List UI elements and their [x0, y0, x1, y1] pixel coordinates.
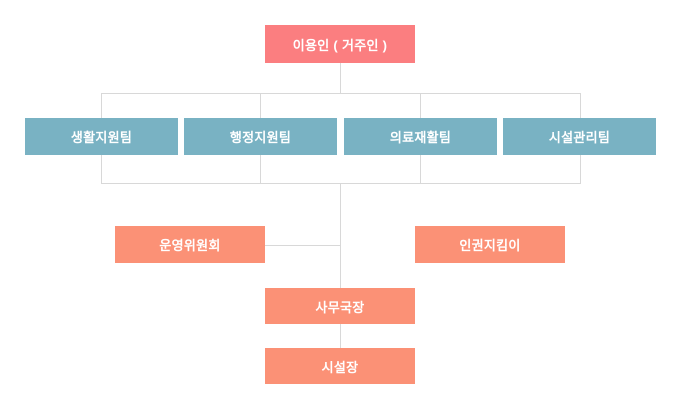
- connector-team-bus-top: [101, 93, 581, 94]
- connector-root-down: [340, 63, 341, 94]
- node-secretary-general-label: 사무국장: [315, 299, 365, 315]
- connector-team-3-up-lower: [420, 155, 421, 184]
- connector-team-2-up-lower: [260, 155, 261, 184]
- node-resident[interactable]: 이용인 ( 거주인 ): [265, 25, 415, 63]
- node-human-rights-guardian[interactable]: 인권지킴이: [415, 226, 565, 263]
- node-resident-label: 이용인 ( 거주인 ): [292, 37, 388, 53]
- connector-steering-committee: [265, 245, 341, 246]
- node-admin-support-team-label: 행정지원팀: [229, 130, 292, 145]
- connector-central-spine: [340, 183, 341, 288]
- connector-team-2-down: [260, 93, 261, 118]
- connector-team-1-down: [101, 93, 102, 118]
- node-human-rights-guardian-label: 인권지킴이: [459, 238, 521, 253]
- node-steering-committee-label: 운영위원회: [159, 238, 221, 253]
- node-admin-support-team[interactable]: 행정지원팀: [184, 118, 337, 155]
- connector-team-bus-bottom: [101, 183, 581, 184]
- node-facility-director[interactable]: 시설장: [265, 348, 415, 384]
- connector-team-4-up-lower: [580, 155, 581, 184]
- node-facility-management-team[interactable]: 시설관리팀: [503, 118, 656, 155]
- node-steering-committee[interactable]: 운영위원회: [115, 226, 265, 263]
- node-facility-management-team-label: 시설관리팀: [548, 130, 611, 145]
- node-living-support-team-label: 생활지원팀: [70, 130, 133, 145]
- connector-team-3-down: [420, 93, 421, 118]
- connector-team-1-up-lower: [101, 155, 102, 184]
- node-facility-director-label: 시설장: [321, 359, 359, 375]
- connector-team-4-down: [580, 93, 581, 118]
- node-medical-rehab-team-label: 의료재활팀: [389, 130, 452, 145]
- node-secretary-general[interactable]: 사무국장: [265, 288, 415, 324]
- connector-secretary-to-director: [340, 323, 341, 348]
- node-medical-rehab-team[interactable]: 의료재활팀: [344, 118, 497, 155]
- node-living-support-team[interactable]: 생활지원팀: [25, 118, 178, 155]
